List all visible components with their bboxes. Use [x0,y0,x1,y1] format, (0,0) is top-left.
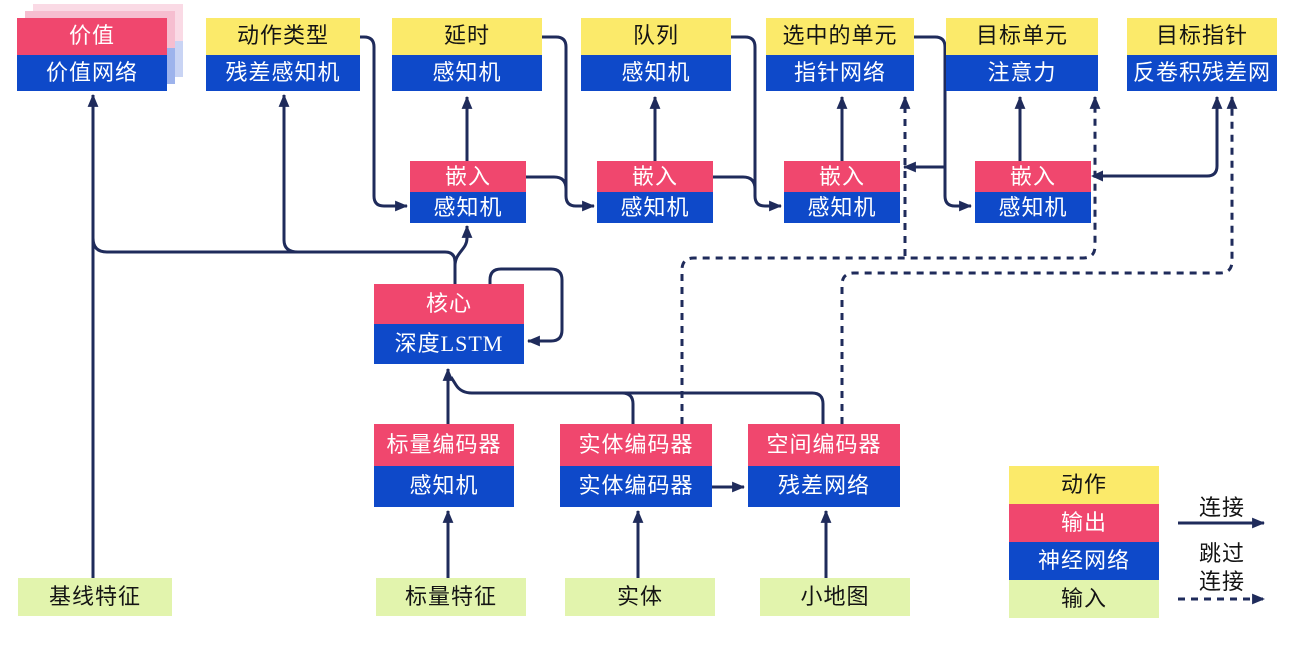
embed-box-4: 嵌入 感知机 [975,161,1091,223]
head-network-label: 价值网络 [17,54,167,91]
head-action-label: 选中的单元 [766,18,914,55]
input-label: 基线特征 [18,578,172,616]
head-action-label: 目标指针 [1127,18,1277,55]
head-network-label: 感知机 [581,54,731,91]
head-output-label: 价值 [17,18,167,55]
embed-box-2: 嵌入 感知机 [597,161,713,223]
input-label: 小地图 [760,578,910,616]
legend-skip-label-line1: 跳过 [1198,541,1245,566]
core-network-label: 深度LSTM [374,324,524,364]
head-action-label: 目标单元 [946,18,1098,55]
encoder-network-label: 残差网络 [748,465,900,507]
head-action-label: 动作类型 [206,18,360,55]
embed-label: 嵌入 [975,161,1091,192]
head-box-value: 价值 价值网络 [17,18,167,91]
encoder-label: 标量编码器 [374,424,514,466]
encoder-label: 空间编码器 [748,424,900,466]
legend-solid-arrow-label: 连接 [1198,495,1245,520]
encoder-box-scalar: 标量编码器 感知机 [374,424,514,507]
embed-network-label: 感知机 [410,192,526,223]
head-network-label: 指针网络 [766,54,914,91]
embed-label: 嵌入 [597,161,713,192]
embed-network-label: 感知机 [975,192,1091,223]
core-label: 核心 [374,284,524,324]
head-action-label: 队列 [581,18,731,55]
head-box-action-type: 动作类型 残差感知机 [206,18,360,91]
encoder-box-entity: 实体编码器 实体编码器 [560,424,712,507]
encoder-box-spatial: 空间编码器 残差网络 [748,424,900,507]
solid-connectors [87,35,1266,578]
embed-box-3: 嵌入 感知机 [784,161,900,223]
head-box-target-point: 目标指针 反卷积残差网 [1127,18,1277,91]
input-box-baseline-features: 基线特征 [18,578,172,616]
core-box: 核心 深度LSTM [374,284,524,364]
legend-input-label: 输入 [1009,580,1159,618]
embed-network-label: 感知机 [784,192,900,223]
head-box-delay: 延时 感知机 [392,18,542,91]
input-box-entities: 实体 [565,578,715,616]
skip-connectors [680,95,1266,605]
encoder-network-label: 实体编码器 [560,465,712,507]
legend-output-label: 输出 [1009,504,1159,542]
embed-label: 嵌入 [784,161,900,192]
head-box-queue: 队列 感知机 [581,18,731,91]
head-network-label: 注意力 [946,54,1098,91]
embed-box-1: 嵌入 感知机 [410,161,526,223]
embed-network-label: 感知机 [597,192,713,223]
head-box-target-unit: 目标单元 注意力 [946,18,1098,91]
encoder-network-label: 感知机 [374,465,514,507]
head-network-label: 感知机 [392,54,542,91]
encoder-label: 实体编码器 [560,424,712,466]
input-box-minimap: 小地图 [760,578,910,616]
legend-skip-label-line2: 连接 [1198,569,1245,594]
head-box-selected-units: 选中的单元 指针网络 [766,18,914,91]
head-action-label: 延时 [392,18,542,55]
legend-color-key: 动作 输出 神经网络 输入 [1009,466,1159,618]
input-label: 标量特征 [376,578,526,616]
legend-action-label: 动作 [1009,466,1159,504]
input-box-scalar-features: 标量特征 [376,578,526,616]
head-network-label: 残差感知机 [206,54,360,91]
head-network-label: 反卷积残差网 [1127,54,1277,91]
legend-network-label: 神经网络 [1009,542,1159,580]
input-label: 实体 [565,578,715,616]
embed-label: 嵌入 [410,161,526,192]
